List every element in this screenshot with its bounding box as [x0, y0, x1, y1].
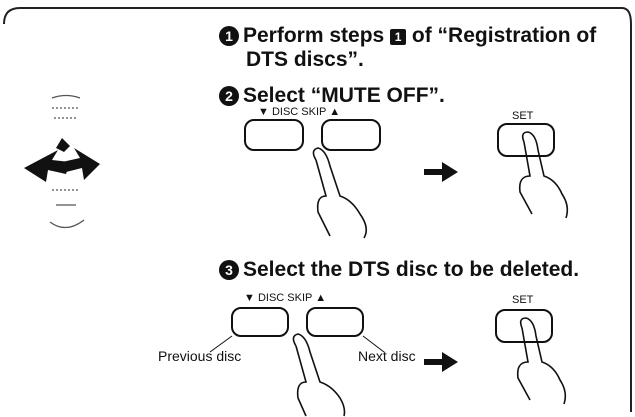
step-1-text-post: of “Registration of	[411, 24, 597, 47]
frame-border	[3, 7, 632, 412]
step2-disc-skip-label: ▼ DISC SKIP ▲	[258, 106, 341, 118]
step-2-text: Select “MUTE OFF”.	[243, 84, 445, 107]
next-disc-leader	[362, 335, 385, 353]
step3-arrow-icon	[424, 352, 458, 372]
step3-set-hand-icon	[516, 317, 567, 405]
next-disc-label: Next disc	[358, 348, 416, 364]
remote-control-illustration	[49, 94, 85, 229]
step-1-text-pre: Perform steps	[243, 24, 385, 47]
step3-disc-skip-label: ▼ DISC SKIP ▲	[244, 292, 327, 304]
step3-disc-skip-buttons	[231, 307, 364, 337]
step2-disc-skip-buttons	[244, 119, 381, 151]
step2-hand-icon	[312, 147, 368, 239]
step3-set-label: SET	[512, 294, 534, 306]
step3-hand-icon	[292, 333, 346, 417]
step-1-line-2: DTS discs”.	[246, 48, 364, 71]
step-reference-box: 1	[390, 29, 407, 45]
step2-set-hand-icon	[518, 131, 569, 219]
step2-set-label: SET	[512, 110, 534, 122]
previous-disc-label: Previous disc	[158, 348, 242, 364]
step-3-text: Select the DTS disc to be deleted.	[243, 258, 580, 281]
remote-arrows-icon	[24, 138, 100, 182]
step2-arrow-icon	[424, 162, 458, 182]
step-1-number-icon: 1	[219, 26, 239, 46]
step-2-number-icon: 2	[219, 86, 239, 106]
previous-disc-leader	[209, 335, 233, 353]
step-3-number-icon: 3	[219, 260, 239, 280]
